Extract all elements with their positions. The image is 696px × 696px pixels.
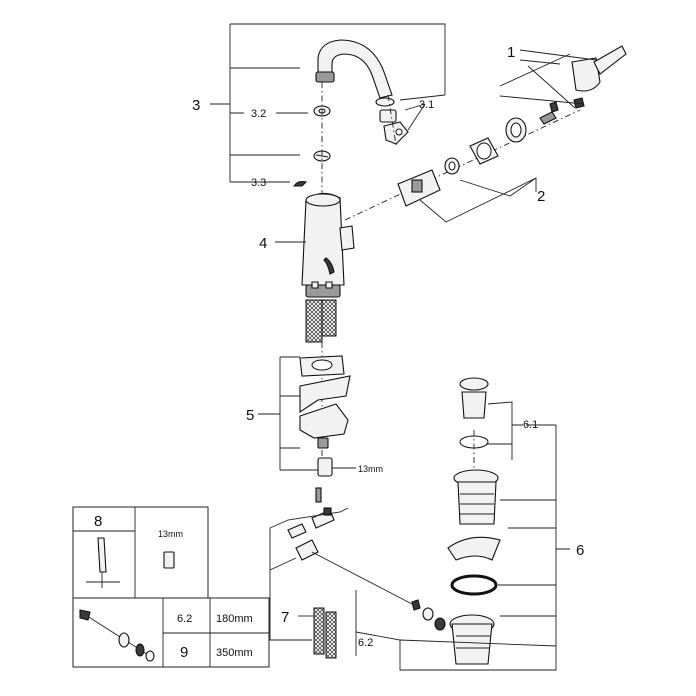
label-6-2: 6.2 <box>358 637 373 649</box>
label-5: 5 <box>246 407 254 424</box>
cartridge-set: 2 <box>344 109 581 223</box>
spout <box>317 39 393 99</box>
pop-up-rod-and-hoses: 6.2 7 <box>269 487 557 671</box>
label-3: 3 <box>192 97 200 114</box>
label-8: 8 <box>94 513 102 530</box>
wrench-size-13mm-tool: 13mm <box>158 529 183 539</box>
table-length-350mm: 350mm <box>216 647 253 659</box>
table-length-180mm: 180mm <box>216 613 253 625</box>
label-1: 1 <box>507 44 515 61</box>
label-6: 6 <box>576 542 584 559</box>
table-code-9: 9 <box>180 644 188 661</box>
label-2: 2 <box>537 188 545 205</box>
fixing-set: 5 13mm <box>246 355 383 477</box>
lever-handle: 1 <box>499 44 627 125</box>
spout-assembly: 3 3.2 3.1 3.3 <box>192 23 446 200</box>
label-4: 4 <box>259 235 267 252</box>
waste-assembly: 6.1 6 <box>447 377 584 665</box>
label-3-2: 3.2 <box>251 108 266 120</box>
label-7: 7 <box>281 609 289 626</box>
label-3-1: 3.1 <box>419 99 434 111</box>
table-code-6-2: 6.2 <box>177 613 192 625</box>
mixer-body: 4 <box>259 192 355 470</box>
tool-table: 8 13mm 6.2 180mm 9 350mm <box>72 506 270 668</box>
label-3-3: 3.3 <box>251 177 266 189</box>
wrench-size-13mm: 13mm <box>358 464 383 474</box>
